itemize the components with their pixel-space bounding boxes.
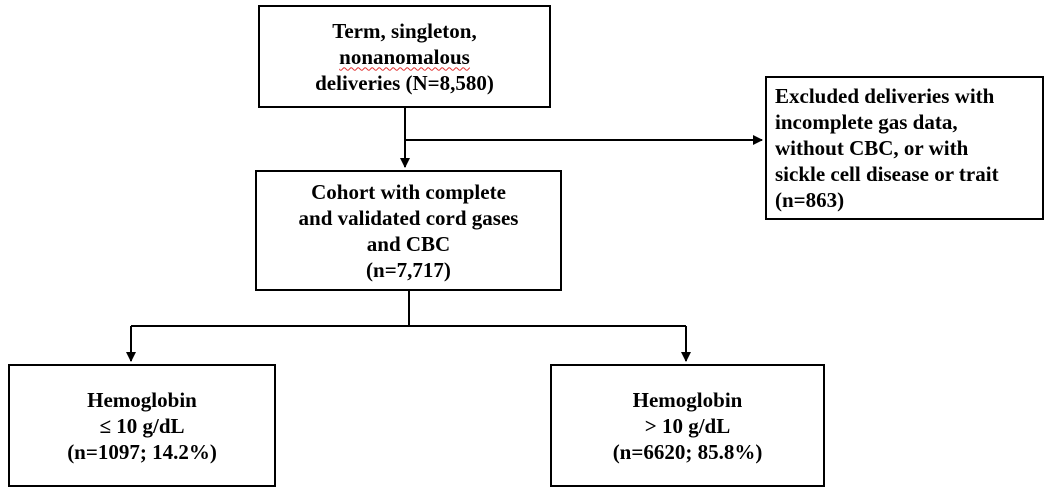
- start-line-2: nonanomalous: [339, 44, 470, 69]
- excluded-line-1: Excluded deliveries with: [775, 84, 995, 108]
- high-hemoglobin-box: Hemoglobin > 10 g/dL (n=6620; 85.8%): [550, 364, 825, 487]
- low-hb-line-3: (n=1097; 14.2%): [67, 439, 217, 464]
- cohort-line-3: and CBC: [366, 231, 451, 256]
- cohort-line-1: Cohort with complete: [311, 179, 506, 204]
- high-hb-line-3: (n=6620; 85.8%): [612, 439, 763, 464]
- cohort-line-4: (n=7,717): [366, 257, 451, 282]
- excluded-line-2: incomplete gas data,: [775, 110, 958, 134]
- start-line-3: deliveries (N=8,580): [315, 70, 494, 95]
- low-hb-line-2: ≤ 10 g/dL: [99, 413, 185, 438]
- cohort-box: Cohort with complete and validated cord …: [255, 170, 562, 291]
- low-hemoglobin-box: Hemoglobin ≤ 10 g/dL (n=1097; 14.2%): [8, 364, 276, 487]
- excluded-box: Excluded deliveries with incomplete gas …: [765, 76, 1044, 220]
- cohort-line-2: and validated cord gases: [298, 205, 519, 230]
- excluded-line-3: without CBC, or with: [775, 136, 969, 160]
- excluded-line-5: (n=863): [775, 188, 845, 212]
- excluded-line-4: sickle cell disease or trait: [775, 162, 999, 186]
- start-line-1: Term, singleton,: [332, 18, 477, 43]
- high-hb-line-1: Hemoglobin: [632, 387, 743, 412]
- low-hb-line-1: Hemoglobin: [87, 387, 197, 412]
- start-box: Term, singleton, nonanomalous deliveries…: [258, 5, 551, 108]
- high-hb-line-2: > 10 g/dL: [644, 413, 731, 438]
